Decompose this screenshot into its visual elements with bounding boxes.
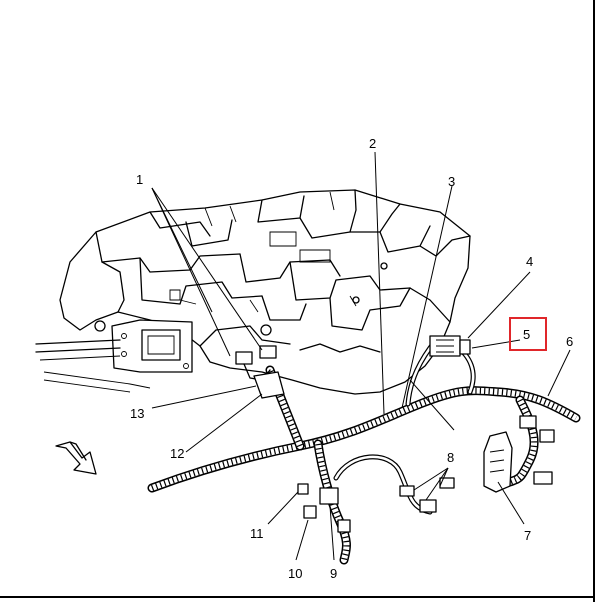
highlight-box — [509, 317, 547, 351]
front-direction-arrow-icon — [55, 441, 97, 475]
callout-7: 7 — [524, 528, 531, 543]
callout-12: 12 — [170, 446, 184, 461]
connectors — [235, 335, 555, 533]
callout-2: 2 — [369, 136, 376, 151]
leader-lines — [151, 151, 571, 561]
callout-11: 11 — [250, 526, 264, 541]
callout-1: 1 — [136, 172, 143, 187]
callout-13: 13 — [130, 406, 144, 421]
callouts: 1 2 3 4 5 6 7 8 9 10 11 12 13 — [130, 136, 573, 581]
callout-9: 9 — [330, 566, 337, 581]
callout-5: 5 — [523, 327, 530, 342]
callout-6: 6 — [566, 334, 573, 349]
frame-border-right — [593, 0, 595, 602]
callout-8: 8 — [447, 450, 454, 465]
instrument-panel-carrier — [35, 189, 471, 395]
callout-4: 4 — [526, 254, 533, 269]
callout-3: 3 — [448, 174, 455, 189]
callout-10: 10 — [288, 566, 302, 581]
frame-border-bottom — [0, 596, 595, 598]
